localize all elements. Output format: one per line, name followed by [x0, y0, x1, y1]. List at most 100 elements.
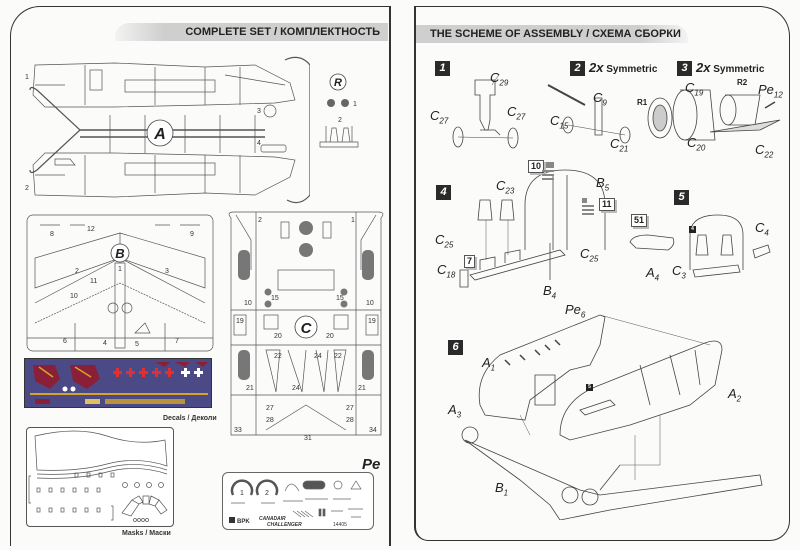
part-label-a4: A4 — [646, 265, 660, 283]
step-1-badge: 1 — [435, 61, 450, 76]
fuselage-half-1 — [32, 62, 296, 108]
step-3-symmetric-note: 2x Symmetric — [696, 60, 765, 75]
sprue-a-drawing: A 1 2 3 4 — [25, 56, 310, 204]
part-number: 2 — [265, 490, 269, 497]
part-label-c4: C4 — [755, 220, 769, 238]
part-number: 10 — [366, 300, 374, 307]
part-label-c25: C25 — [580, 246, 599, 264]
step-6-drawing — [461, 314, 763, 520]
decal-placement-icon — [582, 198, 594, 215]
part-label-pe12: Pe12 — [758, 82, 783, 100]
part-label-pe6: Pe6 — [565, 302, 586, 320]
sprue-b-letter: B — [115, 246, 124, 261]
part-number: 20 — [274, 333, 282, 340]
sprue-a-letter: A — [153, 126, 166, 143]
wing-b1 — [464, 439, 763, 520]
sprue-b-drawing: B 1 2 3 4 5 6 7 8 9 10 11 12 — [26, 214, 214, 352]
part-number: 28 — [266, 417, 274, 424]
part-number: 19 — [236, 318, 244, 325]
decals-caption: Decals / Деколи — [163, 415, 217, 422]
pe-title: Pe — [362, 456, 381, 473]
sprue-r-tag — [329, 73, 347, 91]
part-number: 20 — [326, 333, 334, 340]
part-label-c18: C18 — [437, 262, 456, 280]
part-label-b4: B4 — [543, 283, 557, 301]
step-4-drawing — [459, 169, 606, 288]
part-number: 22 — [334, 353, 342, 360]
sprue-c-drawing: C 2 1 10 10 15 15 19 19 20 20 21 21 22 2… — [228, 211, 384, 442]
part-number: 19 — [368, 318, 376, 325]
decal-ref-11: 11 — [599, 198, 615, 211]
fuselage-half-2 — [32, 152, 296, 198]
part-number: 24 — [292, 385, 300, 392]
decal-ref-10: 10 — [528, 160, 545, 173]
part-number: 8 — [50, 231, 54, 238]
part-label-c19: C19 — [685, 80, 704, 98]
fuselage-left-half — [478, 314, 606, 421]
part-label-c27: C27 — [430, 108, 449, 126]
decal-placement-icon — [542, 162, 554, 180]
pe-brand: BPK — [237, 519, 250, 525]
part-number: 3 — [165, 268, 169, 275]
pe-product-line2: CHALLENGER — [267, 522, 302, 528]
part-label-c27: C27 — [507, 104, 526, 122]
part-number: 34 — [369, 427, 377, 434]
step-4-badge: 4 — [436, 185, 451, 200]
sprue-b-tag — [110, 243, 130, 263]
part-number: 12 — [87, 226, 95, 233]
part-number: 11 — [90, 278, 97, 285]
pe-fret: BPK CANADAIR CHALLENGER 14405 1 2 — [222, 472, 374, 530]
part-label-c25: C25 — [435, 232, 454, 250]
left-page: COMPLETE SET / КОМПЛЕКТНОСТЬ A 1 2 3 4 — [10, 6, 391, 546]
left-page-frame — [10, 6, 391, 546]
part-number: 2 — [25, 185, 29, 192]
part-label-a3: A3 — [448, 402, 462, 420]
sprue-c-letter: C — [301, 320, 313, 337]
decal-ref-51: 51 — [631, 214, 648, 227]
part-number: 9 — [190, 231, 194, 238]
step-2-drawing — [547, 84, 631, 144]
part-number: 1 — [25, 74, 29, 81]
part-number: 10 — [244, 300, 252, 307]
part-number: 15 — [336, 295, 344, 302]
part-label-c15: C15 — [550, 113, 569, 131]
part-label-c21: C21 — [610, 136, 629, 154]
pe-product-line1: CANADAIR — [259, 516, 286, 522]
part-number: 27 — [346, 405, 354, 412]
part-label-c9: C9 — [593, 90, 607, 108]
part-label-a2: A2 — [728, 386, 742, 404]
step-3-drawing — [647, 89, 781, 141]
part-label-c3: C3 — [672, 263, 686, 281]
part-number: 10 — [70, 293, 78, 300]
complete-set-header: COMPLETE SET / КОМПЛЕКТНОСТЬ — [115, 23, 388, 41]
part-number: 1 — [240, 490, 244, 497]
part-number: 3 — [257, 108, 261, 115]
right-page-frame — [414, 6, 790, 541]
part-number: 2 — [258, 217, 262, 224]
part-number: 27 — [266, 405, 274, 412]
sprue-r-drawing: R 1 2 — [319, 73, 359, 148]
fuselage-right-half — [559, 340, 723, 441]
step-5-ref-badge: 5 — [586, 384, 593, 391]
part-number: 7 — [175, 338, 179, 345]
pe-product-code: 14405 — [333, 522, 347, 528]
part-number: 24 — [314, 353, 322, 360]
part-number: 1 — [118, 266, 122, 273]
decal-sheet — [24, 358, 212, 408]
step-2-symmetric-note: 2x Symmetric — [589, 60, 658, 75]
right-page: THE SCHEME OF ASSEMBLY / СХЕМА СБОРКИ 1 … — [400, 0, 800, 550]
step-6-badge: 6 — [448, 340, 463, 355]
sprue-c-tag — [294, 315, 318, 339]
step-3-badge: 3 — [677, 61, 692, 76]
part-label-c22: C22 — [755, 142, 774, 160]
sprue-a-tag — [146, 119, 174, 147]
mask-sheet — [26, 427, 174, 527]
sprue-r-letter: R — [334, 77, 342, 89]
assembly-scheme-header: THE SCHEME OF ASSEMBLY / СХЕМА СБОРКИ — [416, 25, 688, 43]
part-label-c23: C23 — [496, 178, 515, 196]
part-number: 5 — [135, 341, 139, 348]
step-5-badge: 5 — [674, 190, 689, 205]
part-number: 33 — [234, 427, 242, 434]
decal-ref-7: 7 — [464, 255, 476, 268]
part-number: 2 — [75, 268, 79, 275]
